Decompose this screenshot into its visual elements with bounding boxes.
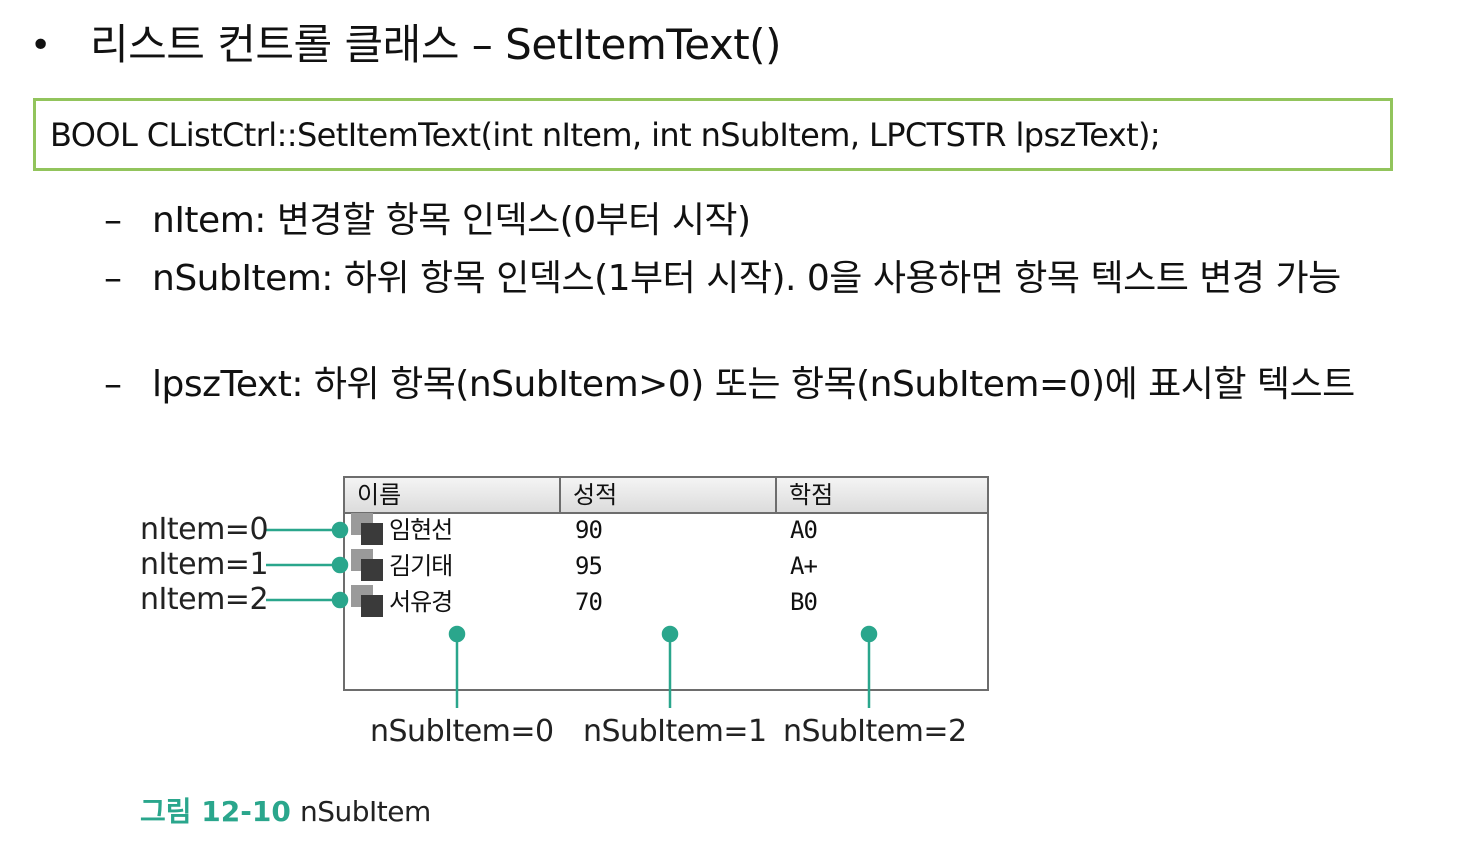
column-header-grade: 학점 <box>789 481 834 509</box>
table-cell: 70 <box>575 588 603 616</box>
item-icon <box>351 513 383 545</box>
dash-marker: – <box>104 364 122 405</box>
item-icon <box>351 549 383 581</box>
nitem-label: nItem=0 <box>140 512 269 547</box>
param-text: nItem: 변경할 항목 인덱스(0부터 시작) <box>152 200 751 241</box>
table-cell: 95 <box>575 552 603 580</box>
function-signature: BOOL CListCtrl::SetItemText(int nItem, i… <box>50 115 1161 154</box>
title-bullet: • <box>30 25 52 66</box>
connector-dot <box>331 556 349 574</box>
param-item-lpsztext: – lpszText: 하위 항목(nSubItem>0) 또는 항목(nSub… <box>104 362 1474 408</box>
table-cell: B0 <box>790 588 818 616</box>
table-cell: 김기태 <box>389 552 453 580</box>
figure-caption-number: 그림 12-10 <box>140 795 291 828</box>
table-cell: A0 <box>790 516 818 544</box>
table-cell: 서유경 <box>389 588 453 616</box>
nsubitem-label: nSubItem=0 <box>370 714 554 749</box>
connector-dot <box>331 521 349 539</box>
table-cell: A+ <box>790 552 818 580</box>
column-header-name: 이름 <box>345 478 561 512</box>
nitem-label: nItem=2 <box>140 582 269 617</box>
table-cell: 임현선 <box>389 516 453 544</box>
param-text: lpszText: 하위 항목(nSubItem>0) 또는 항목(nSubIt… <box>152 364 1355 405</box>
figure-caption-title: nSubItem <box>300 795 431 828</box>
param-item-nitem: – nItem: 변경할 항목 인덱스(0부터 시작) <box>104 198 1474 244</box>
table-cell: 90 <box>575 516 603 544</box>
connector-dot <box>331 591 349 609</box>
slide-title: 리스트 컨트롤 클래스 – SetItemText() <box>90 20 781 69</box>
dash-marker: – <box>104 258 122 299</box>
param-text: nSubItem: 하위 항목 인덱스(1부터 시작). 0을 사용하면 항목 … <box>152 258 1341 299</box>
nitem-label: nItem=1 <box>140 547 269 582</box>
item-icon <box>351 585 383 617</box>
nsubitem-label: nSubItem=2 <box>783 714 967 749</box>
column-header-score: 성적 <box>561 478 777 512</box>
param-item-nsubitem: – nSubItem: 하위 항목 인덱스(1부터 시작). 0을 사용하면 항… <box>104 256 1474 302</box>
connector-dot <box>448 625 466 643</box>
connector-dot <box>860 625 878 643</box>
signature-box: BOOL CListCtrl::SetItemText(int nItem, i… <box>33 98 1393 171</box>
nsubitem-label: nSubItem=1 <box>583 714 767 749</box>
connector-dot <box>661 625 679 643</box>
list-header: 이름 성적 학점 <box>345 478 987 514</box>
list-control-illustration: 이름 성적 학점 임현선 90 A0 김기태 95 A+ 서유경 70 B0 <box>343 476 989 691</box>
dash-marker: – <box>104 200 122 241</box>
